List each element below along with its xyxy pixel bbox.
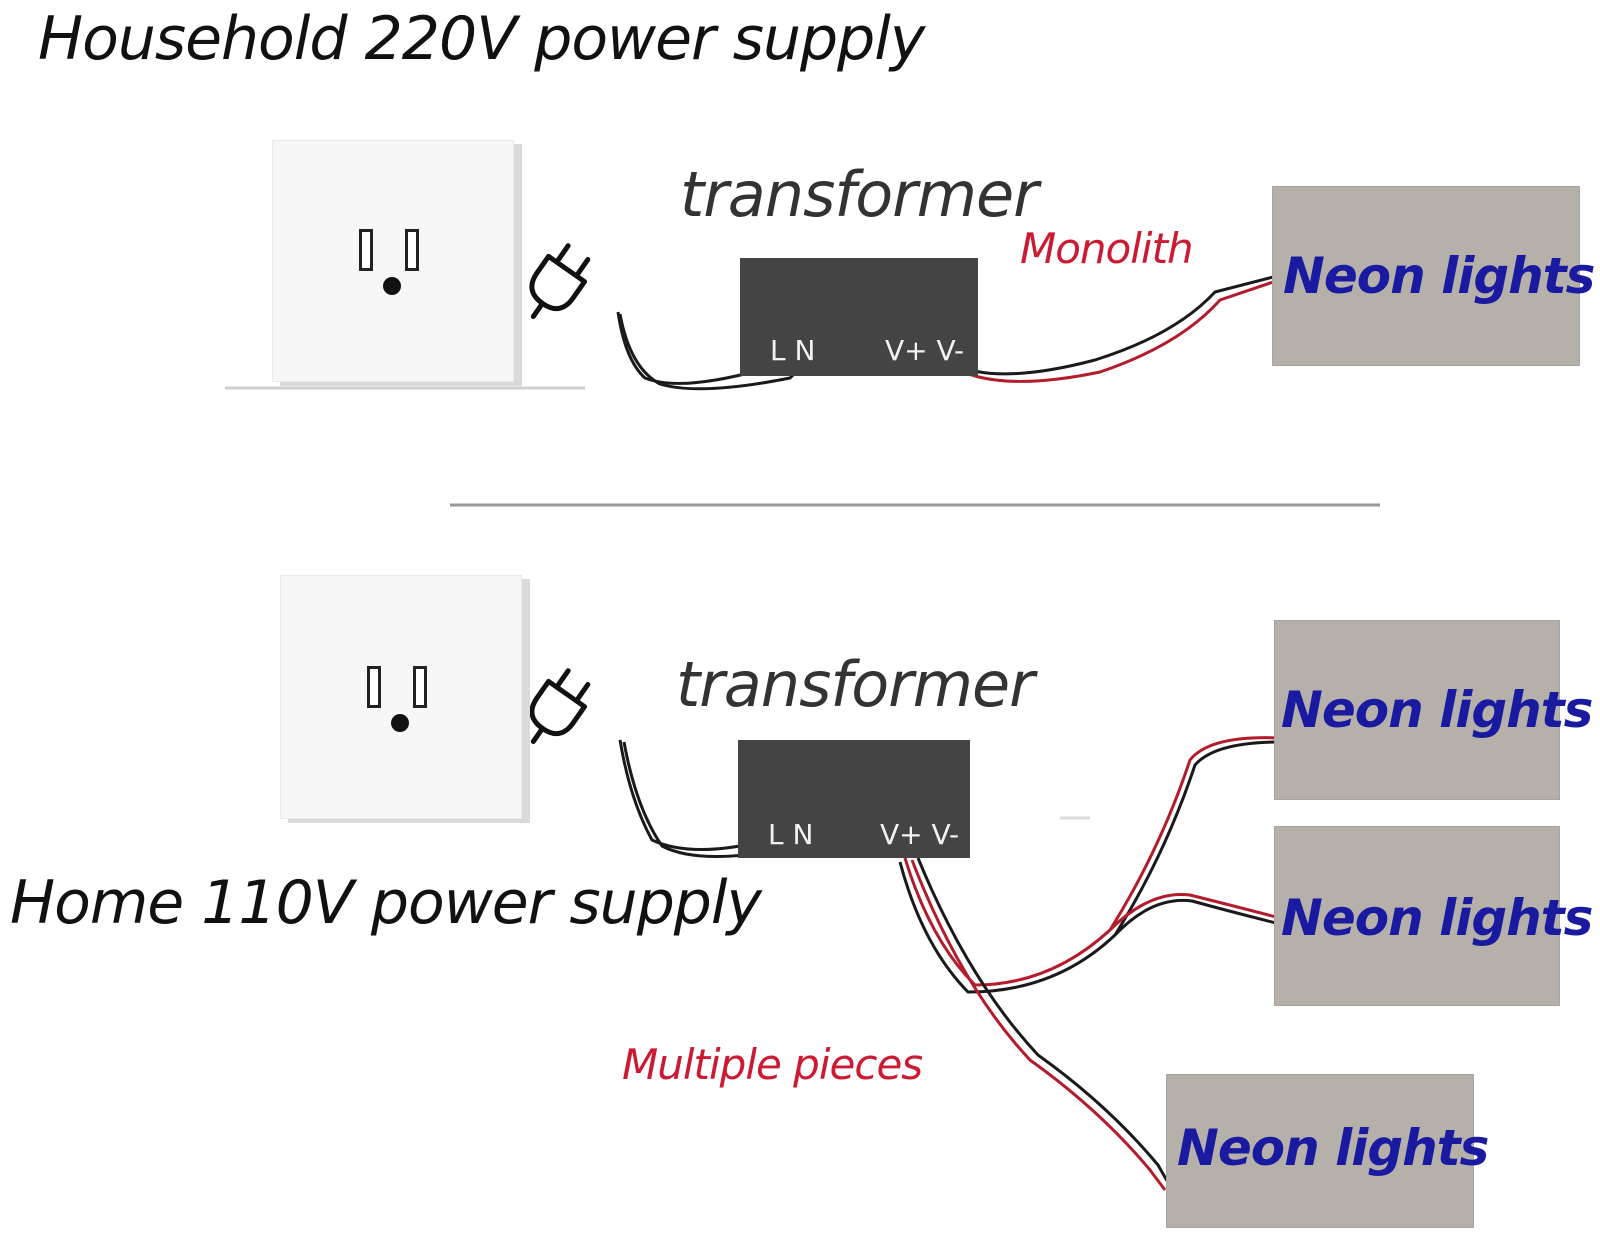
wire-note: Multiple pieces (622, 1040, 923, 1089)
transformer: L N V+ V- (738, 740, 970, 858)
output-wire-black (954, 272, 1286, 376)
transformer-label: transformer (680, 158, 1039, 231)
output-wire-black (898, 740, 1281, 994)
neon-light-panel: Neon lights (1274, 620, 1593, 800)
output-wire-red (903, 736, 1281, 987)
neon-light-label: Neon lights (1281, 681, 1593, 739)
mains-cable (616, 311, 809, 385)
section-title: Household 220V power supply (38, 4, 925, 74)
output-terminals: V+ V- (880, 818, 960, 851)
neon-light-panel: Neon lights (1272, 186, 1595, 366)
plug-icon (529, 668, 591, 745)
output-terminals: V+ V- (885, 334, 965, 367)
mains-cable (618, 739, 801, 852)
input-terminals: L N (768, 818, 814, 851)
neon-light-panel: Neon lights (1166, 1074, 1489, 1228)
output-wire-black (916, 857, 1172, 1187)
wire-note: Monolith (1020, 224, 1194, 273)
plug-icon (529, 243, 591, 320)
neon-light-panel: Neon lights (1274, 826, 1593, 1006)
section-title: Home 110V power supply (10, 868, 762, 938)
neon-light-label: Neon lights (1283, 247, 1595, 305)
mains-cable (618, 313, 814, 391)
input-terminals: L N (770, 334, 816, 367)
wall-outlet-icon (280, 575, 522, 819)
output-wire-black (1113, 898, 1281, 937)
transformer: L N V+ V- (740, 258, 978, 376)
neon-light-label: Neon lights (1281, 889, 1593, 947)
transformer-label: transformer (676, 648, 1035, 721)
output-wire-red (944, 276, 1286, 383)
neon-light-label: Neon lights (1177, 1119, 1489, 1177)
wall-outlet-icon (272, 140, 514, 382)
output-wire-red (1108, 892, 1281, 932)
output-wire-red (910, 859, 1167, 1191)
